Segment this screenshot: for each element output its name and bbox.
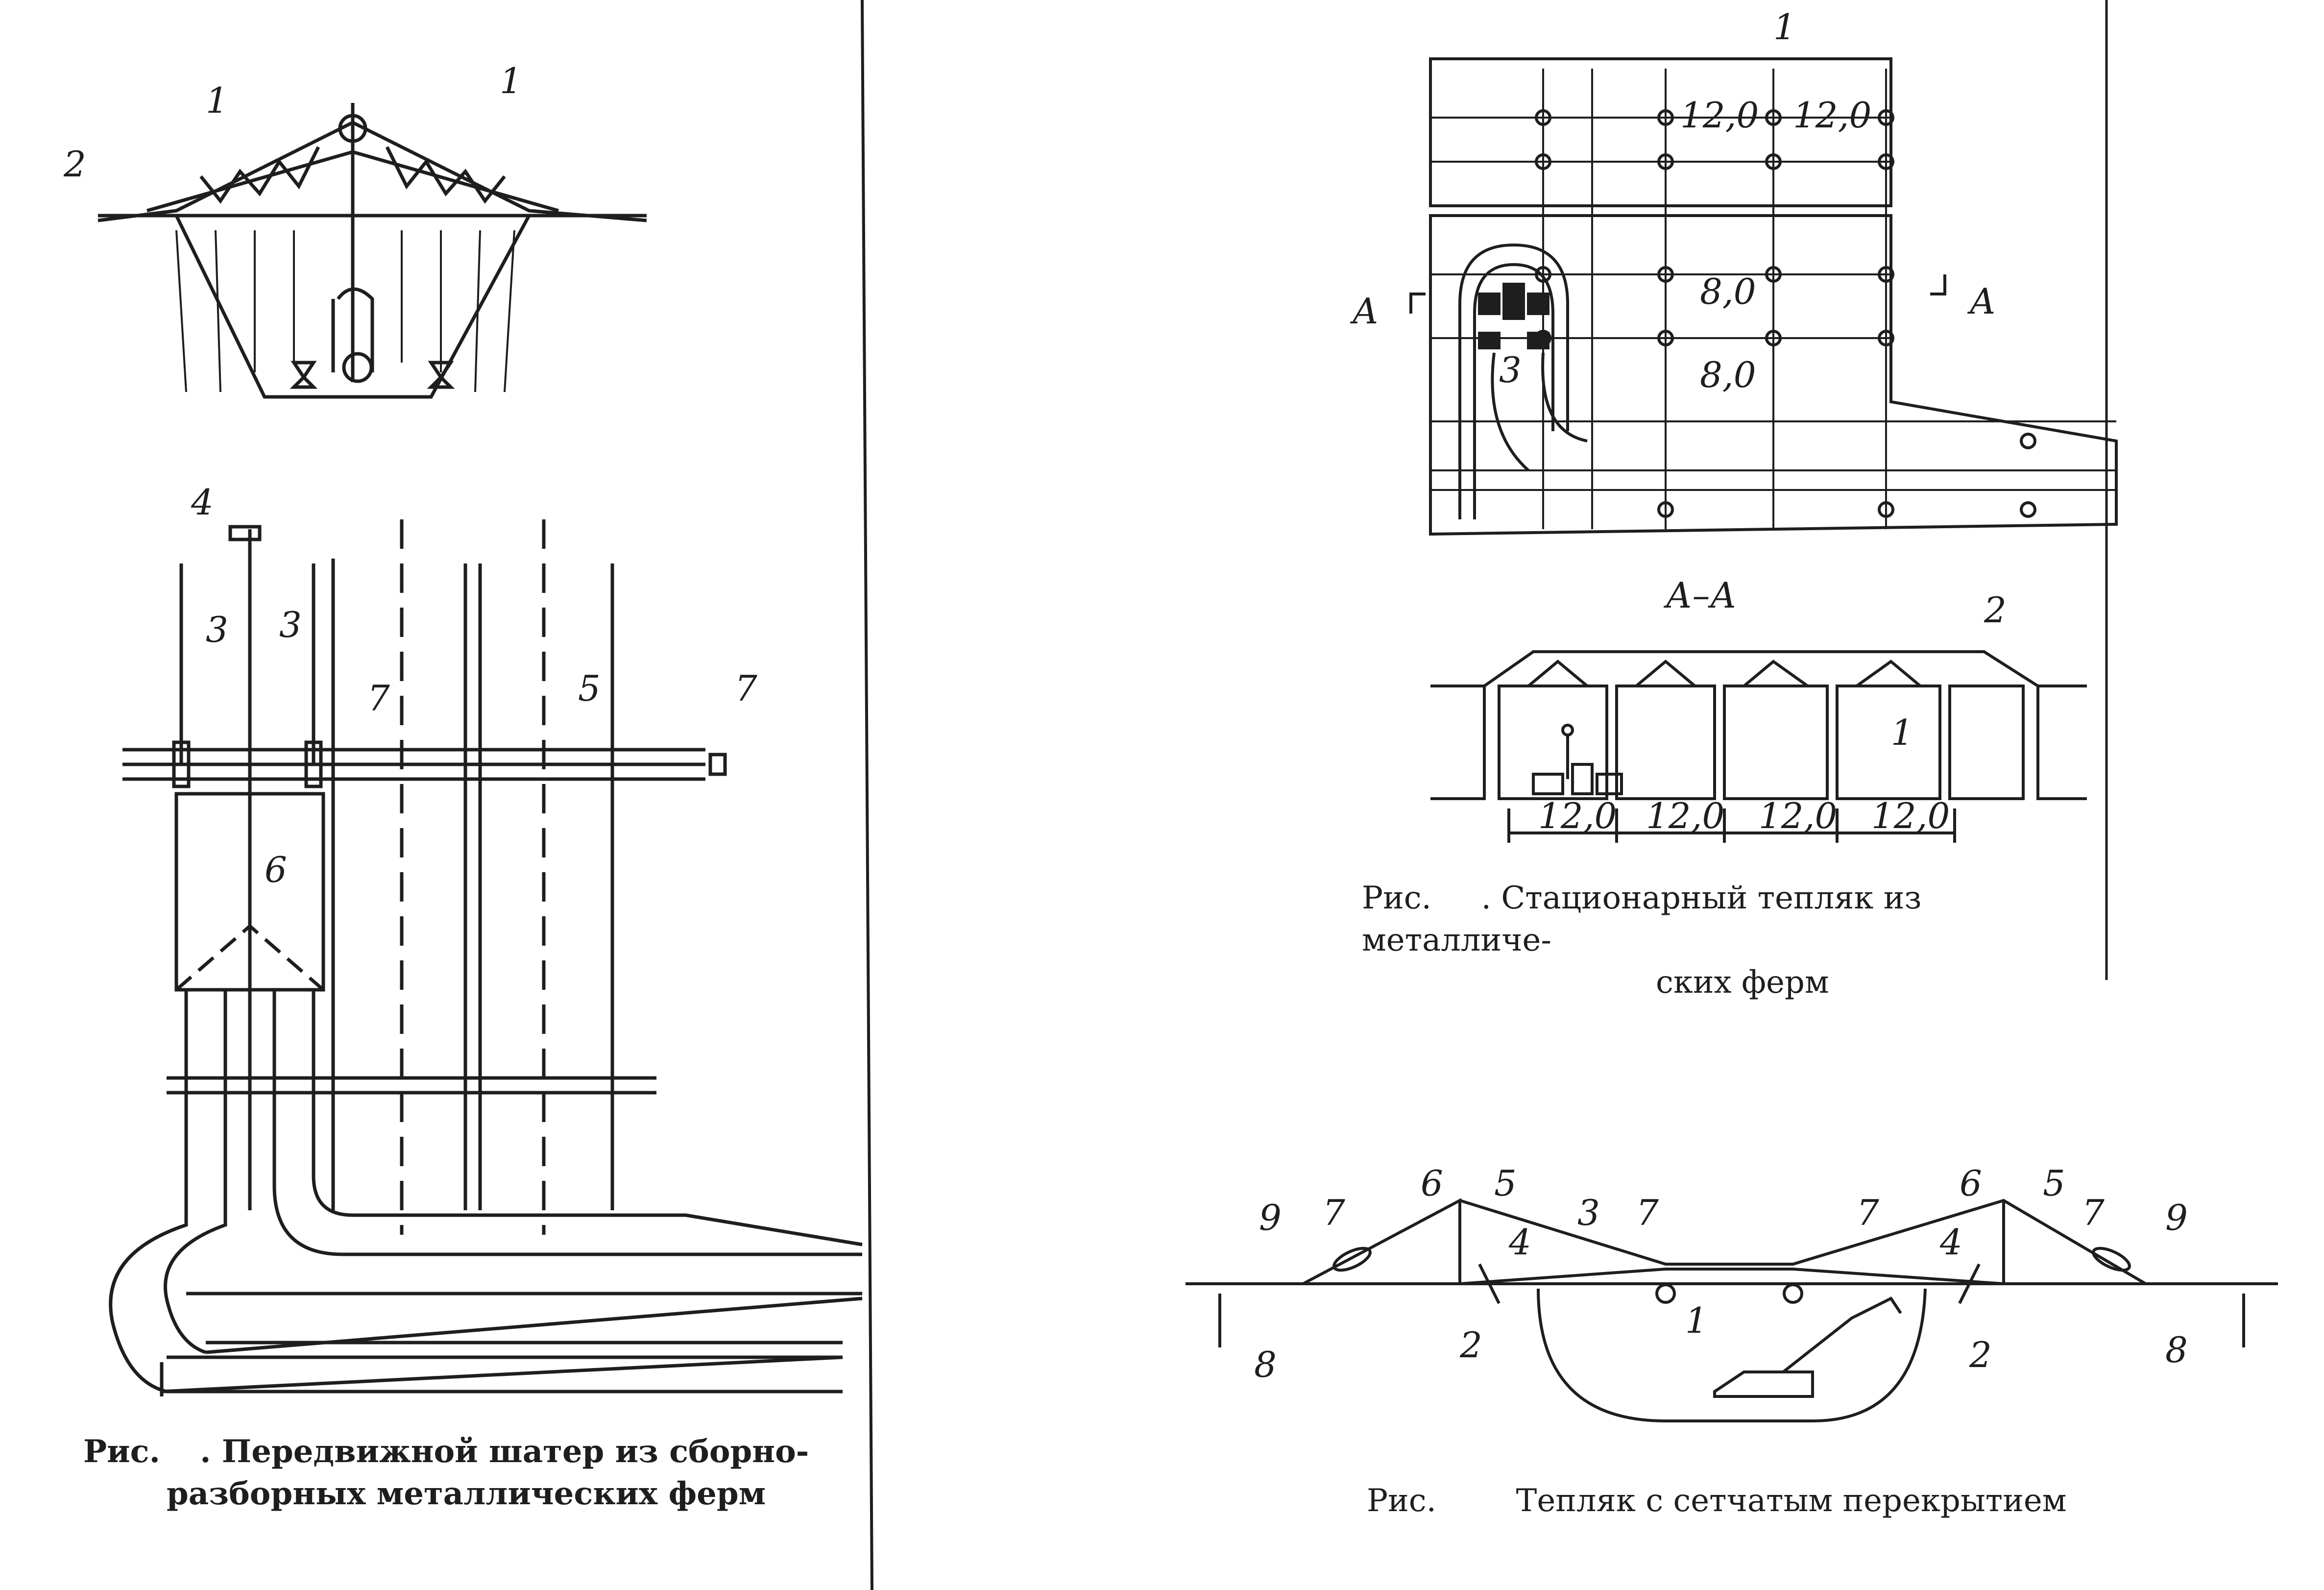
section-mark-left: А [1350, 291, 1379, 332]
mesh-shelter-drawing [1186, 1198, 2278, 1422]
caption-left-line2: разборных металлических ферм [167, 1475, 766, 1512]
dim-plan-4: 8,0 [1700, 354, 1756, 395]
caption-left-line1: . Передвижной шатер из сборно- [200, 1433, 809, 1470]
label-br-2b: 2 [1969, 1334, 1992, 1375]
caption-top-right: Рис. . Стационарный тепляк из металличе-… [1362, 877, 2097, 1003]
caption-left: Рис. . Передвижной шатер из сборно- разб… [83, 1431, 847, 1515]
tent-section-drawing [97, 103, 647, 399]
dim-section-4: 12,0 [1871, 795, 1950, 836]
label-br-9a: 9 [1259, 1197, 1282, 1238]
label-br-8b: 8 [2165, 1329, 2188, 1370]
stationary-plan-drawing [1409, 57, 2118, 536]
label-br-9b: 9 [2165, 1197, 2188, 1238]
page-divider-left [861, 0, 873, 1590]
label-left-3a: 3 [206, 609, 228, 650]
caption-br-prefix: Рис. [1367, 1483, 1436, 1519]
caption-tr-prefix: Рис. [1362, 880, 1431, 916]
dim-plan-3: 8,0 [1700, 271, 1756, 312]
label-br-6a: 6 [1421, 1163, 1443, 1204]
label-br-8a: 8 [1254, 1344, 1277, 1385]
label-left-6: 6 [265, 849, 287, 890]
tent-plan-drawing [109, 519, 863, 1396]
label-br-3: 3 [1577, 1192, 1600, 1233]
dim-section-1: 12,0 [1538, 795, 1617, 836]
label-left-4: 4 [191, 482, 214, 523]
caption-left-prefix: Рис. [83, 1433, 160, 1470]
label-br-7d: 7 [2082, 1192, 2105, 1233]
label-left-3b: 3 [279, 604, 302, 645]
section-mark-right: А [1967, 281, 1996, 322]
dim-plan-1: 12,0 [1680, 95, 1759, 136]
stationary-section-drawing [1430, 650, 2087, 843]
label-tr-1: 1 [1773, 6, 1796, 48]
caption-br-text: Тепляк с сетчатым перекрытием [1516, 1483, 2067, 1519]
label-br-7b: 7 [1636, 1192, 1659, 1233]
label-left-1b: 1 [500, 60, 522, 101]
label-br-6b: 6 [1960, 1163, 1982, 1204]
label-br-4a: 4 [1508, 1222, 1531, 1263]
dim-section-2: 12,0 [1646, 795, 1724, 836]
label-left-5: 5 [578, 668, 601, 709]
label-br-4b: 4 [1939, 1222, 1962, 1263]
label-br-7c: 7 [1857, 1192, 1879, 1233]
label-br-1: 1 [1685, 1300, 1708, 1341]
caption-bottom-right: Рис. Тепляк с сетчатым перекрытием [1367, 1480, 2102, 1522]
label-br-5a: 5 [1494, 1163, 1517, 1204]
dim-section-3: 12,0 [1759, 795, 1837, 836]
label-left-7b: 7 [735, 668, 757, 709]
caption-tr-line1: . Стационарный тепляк из металличе- [1362, 880, 1922, 958]
section-title: А–А [1663, 575, 1737, 616]
caption-tr-line2: ских ферм [1656, 964, 1829, 1001]
label-tr-1s: 1 [1891, 712, 1913, 753]
label-left-7a: 7 [367, 678, 390, 719]
dim-plan-2: 12,0 [1793, 95, 1871, 136]
label-br-7a: 7 [1323, 1192, 1345, 1233]
label-br-2a: 2 [1459, 1324, 1482, 1366]
label-br-5b: 5 [2043, 1163, 2065, 1204]
label-tr-2: 2 [1984, 589, 2007, 631]
label-left-2: 2 [63, 144, 86, 185]
label-left-1a: 1 [206, 80, 228, 121]
label-tr-3: 3 [1499, 349, 1522, 391]
